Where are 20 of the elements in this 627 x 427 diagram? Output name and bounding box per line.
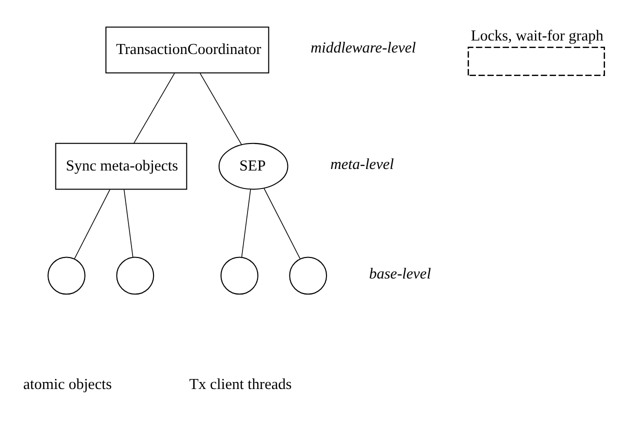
label: middleware-level: [310, 39, 416, 56]
node-circle: [48, 256, 86, 294]
connector: [264, 187, 300, 259]
label: Tx client threads: [189, 375, 292, 392]
node-circle: [289, 256, 328, 294]
node-label: Locks, wait-for graph: [470, 27, 604, 44]
node-circle: [116, 256, 154, 294]
node-box: Sync meta-objects: [55, 142, 188, 190]
node-box: [468, 46, 605, 76]
node-box: TransactionCoordinator: [105, 26, 270, 73]
node-circle: [220, 256, 258, 294]
connector: [124, 188, 134, 258]
connector: [241, 188, 251, 257]
connector: [74, 188, 110, 259]
label: meta-level: [330, 155, 394, 172]
connector: [134, 72, 175, 144]
label: atomic objects: [23, 375, 112, 392]
node-ellipse: SEP: [218, 142, 288, 190]
connector: [200, 72, 242, 145]
label: base-level: [369, 264, 431, 282]
